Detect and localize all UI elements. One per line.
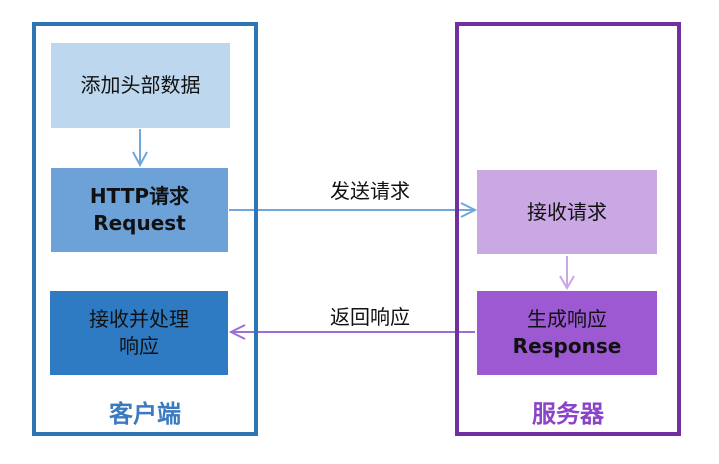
generate-response-line2: Response	[512, 334, 622, 358]
receive-process-box: 接收并处理 响应	[50, 291, 228, 375]
http-request-line1: HTTP请求	[89, 184, 190, 208]
receive-process-line2: 响应	[119, 334, 159, 358]
generate-response-line1: 生成响应	[527, 307, 607, 331]
http-request-line2: Request	[93, 211, 186, 235]
generate-response-box: 生成响应 Response	[477, 291, 657, 375]
send-request-arrow	[229, 202, 478, 218]
add-header-text: 添加头部数据	[80, 73, 201, 97]
http-request-box: HTTP请求 Request	[51, 168, 228, 252]
add-header-box: 添加头部数据	[51, 43, 230, 128]
server-label: 服务器	[532, 400, 604, 428]
client-container-frame	[32, 22, 258, 436]
receive-request-text: 接收请求	[527, 199, 607, 224]
client-label: 客户端	[109, 400, 181, 428]
receive-request-box: 接收请求	[477, 170, 657, 254]
receive-process-line1: 接收并处理	[89, 307, 189, 331]
return-response-label: 返回响应	[330, 305, 410, 329]
server-container-frame	[455, 22, 681, 436]
send-request-label: 发送请求	[330, 179, 410, 203]
